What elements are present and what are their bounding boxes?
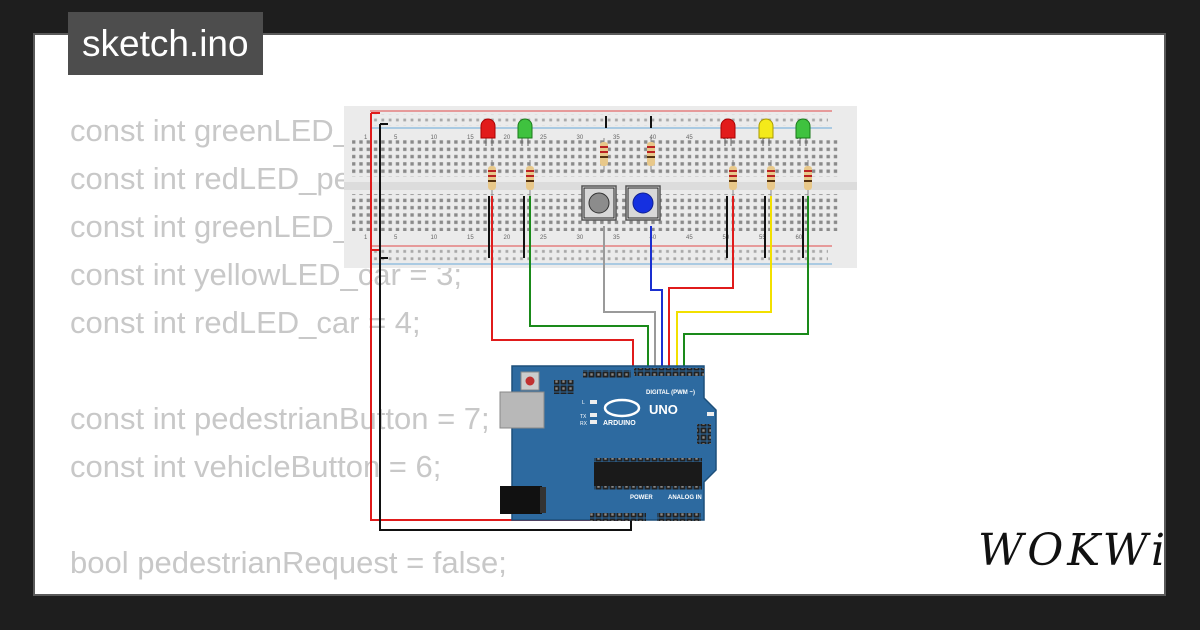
label-digital: DIGITAL (PWM ~)	[646, 390, 695, 396]
column-number: 15	[467, 235, 474, 241]
leds	[480, 118, 811, 146]
icsp-header	[554, 380, 574, 394]
label-rx: RX	[580, 421, 588, 427]
usb-port	[499, 391, 545, 429]
column-number: 25	[540, 135, 547, 141]
column-number: 1	[364, 235, 368, 241]
label-power: POWER	[630, 495, 653, 501]
header-analog	[657, 513, 701, 521]
chip-pins	[594, 486, 702, 490]
microcontroller-chip	[594, 462, 702, 486]
wire-gray-ped-button	[603, 226, 656, 368]
label-arduino: ARDUINO	[603, 420, 636, 427]
header-power	[590, 513, 646, 521]
label-on: ON	[718, 414, 726, 420]
resistor	[488, 160, 496, 196]
header-digital-left	[583, 370, 631, 378]
label-uno: UNO	[649, 402, 678, 417]
led-red-car	[720, 118, 736, 146]
arduino-uno-board: UNO ARDUINO DIGITAL (PWM ~) ANALOG IN PO…	[499, 365, 726, 521]
column-number: 45	[686, 235, 693, 241]
column-number: 40	[650, 235, 657, 241]
resistors	[488, 138, 812, 196]
column-number: 15	[467, 135, 474, 141]
label-analog: ANALOG IN	[668, 495, 702, 501]
wire-red-car-led	[668, 196, 734, 368]
header-digital-right	[634, 368, 704, 376]
code-line: const int vehicleButton = 6;	[70, 449, 442, 484]
wokwi-logo: WOKWi	[978, 525, 1170, 576]
column-number: 20	[504, 235, 511, 241]
resistor	[804, 160, 812, 196]
sketch-title-badge: sketch.ino	[68, 12, 263, 75]
column-number: 10	[431, 135, 438, 141]
column-number: 35	[613, 235, 620, 241]
led-tx	[590, 413, 597, 417]
code-line: bool pedestrianRequest = false;	[70, 545, 507, 580]
code-line: const int redLED_car = 4;	[70, 305, 421, 340]
led-yellow-car	[758, 118, 774, 146]
column-number: 55	[759, 235, 766, 241]
power-jack-tip	[540, 487, 546, 513]
column-number: 20	[504, 135, 511, 141]
code-line: bool vehicleRequest = false;	[70, 587, 507, 594]
wire-blue-car-button	[650, 226, 663, 368]
wire-black-gnd	[379, 124, 632, 531]
pushbutton-pedestrian[interactable]	[581, 185, 617, 221]
led-l	[590, 400, 597, 404]
code-line: const int pedestrianButton = 7;	[70, 401, 490, 436]
column-number: 30	[577, 135, 584, 141]
column-number: 45	[686, 135, 693, 141]
column-number: 60	[796, 235, 803, 241]
wire-green-ped-led	[529, 196, 649, 368]
column-number: 25	[540, 235, 547, 241]
pushbutton-vehicle[interactable]	[625, 185, 661, 221]
resistor	[729, 160, 737, 196]
arduino-logo-icon	[603, 398, 641, 418]
led-rx	[590, 420, 597, 424]
wire-green-car-led	[683, 196, 809, 368]
terminal-strip-top	[352, 140, 840, 177]
led-green-ped	[517, 118, 533, 146]
power-jack	[500, 486, 542, 514]
resistor	[600, 138, 608, 172]
column-number: 10	[431, 235, 438, 241]
rail-holes	[372, 249, 828, 262]
wire-red-ped-led	[491, 196, 634, 368]
chip-pins	[594, 458, 702, 462]
column-number: 1	[364, 135, 368, 141]
column-number: 35	[613, 135, 620, 141]
led-on	[707, 412, 714, 416]
wire-yellow-car-led	[676, 196, 772, 368]
reset-button-cap	[525, 376, 535, 386]
led-green-car	[795, 118, 811, 146]
icsp-header-2	[697, 424, 711, 444]
led-red-ped	[480, 118, 496, 146]
resistor	[647, 138, 655, 172]
column-number: 5	[394, 235, 398, 241]
column-number: 30	[577, 235, 584, 241]
label-l: L	[582, 400, 585, 406]
resistor	[767, 160, 775, 196]
column-number: 5	[394, 135, 398, 141]
label-tx: TX	[580, 414, 587, 420]
wires	[370, 112, 809, 531]
resistor	[526, 160, 534, 196]
column-number: 40	[650, 135, 657, 141]
